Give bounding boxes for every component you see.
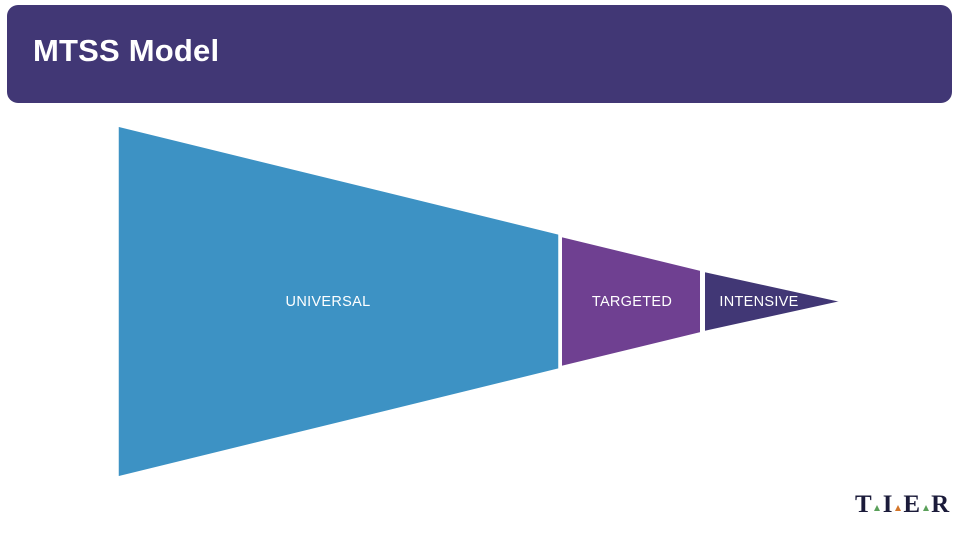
tier-logo-letter-e: E — [903, 491, 921, 518]
funnel-segment-universal[interactable] — [117, 125, 560, 478]
tier-logo: T I E R — [855, 492, 949, 517]
funnel-label-intensive: INTENSIVE — [719, 294, 799, 310]
tier-logo-separator-triangle-icon — [922, 505, 929, 511]
funnel-label-universal: UNIVERSAL — [285, 294, 371, 310]
funnel-segment-intensive[interactable] — [703, 269, 844, 334]
tier-logo-separator-triangle-icon — [894, 505, 901, 511]
page-title: MTSS Model — [33, 33, 220, 68]
slide-header-bar: MTSS Model — [7, 5, 952, 103]
funnel-segment-targeted[interactable] — [560, 234, 702, 369]
funnel-label-targeted: TARGETED — [591, 294, 673, 310]
tier-logo-letter-t: T — [855, 491, 872, 518]
tier-logo-separator-triangle-icon — [874, 505, 881, 511]
tier-logo-letter-r: R — [931, 491, 950, 518]
tier-logo-letter-i: I — [882, 491, 893, 518]
